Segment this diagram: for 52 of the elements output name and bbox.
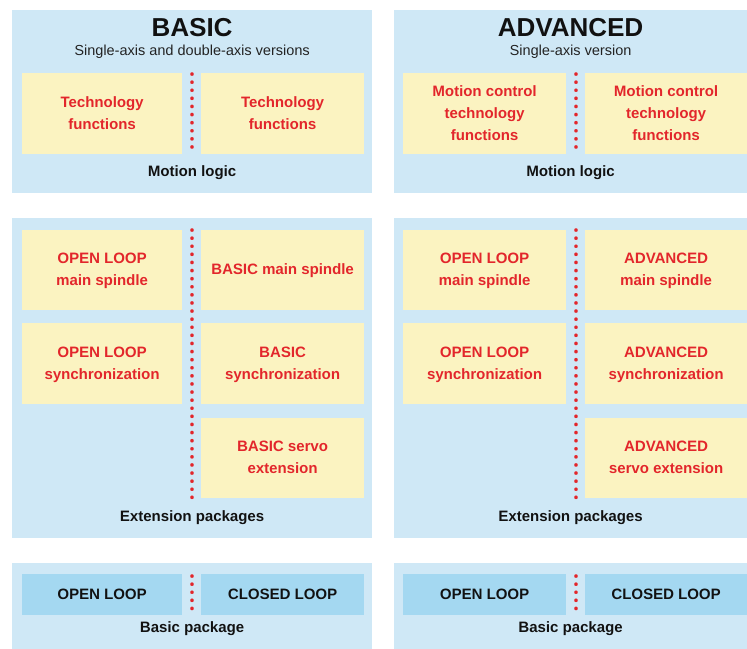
package-label: Motion control technology functions xyxy=(612,82,720,146)
panel-background xyxy=(12,10,372,193)
package-box xyxy=(403,323,566,404)
panel-footer: Motion logic xyxy=(394,163,747,180)
panel-footer: Motion logic xyxy=(12,163,372,180)
package-box xyxy=(22,73,182,154)
loop-box xyxy=(201,574,364,615)
package-label: BASIC main spindle xyxy=(210,260,355,280)
package-label: Motion control technology functions xyxy=(431,82,538,146)
panel-background xyxy=(394,563,747,649)
package-box xyxy=(585,73,747,154)
panel-background xyxy=(394,218,747,538)
package-label: ADVANCED synchronization xyxy=(607,342,724,384)
package-label: OPEN LOOP main spindle xyxy=(55,249,149,291)
loop-label: CLOSED LOOP xyxy=(610,584,722,604)
package-box xyxy=(403,73,566,154)
package-box xyxy=(585,230,747,310)
panel-subtitle: Single-axis and double-axis versions xyxy=(73,43,311,60)
package-box xyxy=(585,323,747,404)
panel-background xyxy=(12,563,372,649)
loop-label: CLOSED LOOP xyxy=(226,584,338,604)
package-label: OPEN LOOP main spindle xyxy=(438,249,532,291)
package-box xyxy=(22,323,182,404)
package-box xyxy=(201,230,364,310)
panel-background xyxy=(394,10,747,193)
loop-box xyxy=(22,574,182,615)
package-box xyxy=(201,418,364,498)
loop-box xyxy=(403,574,566,615)
loop-label: OPEN LOOP xyxy=(56,584,148,604)
package-label: Technology functions xyxy=(240,92,326,134)
package-box xyxy=(403,230,566,310)
panel-subtitle: Single-axis version xyxy=(508,43,632,60)
package-label: OPEN LOOP synchronization xyxy=(43,342,160,384)
package-box xyxy=(201,73,364,154)
panel-footer: Basic package xyxy=(12,619,372,636)
package-box xyxy=(22,230,182,310)
panel-footer: Extension packages xyxy=(394,508,747,525)
package-box xyxy=(201,323,364,404)
loop-label: OPEN LOOP xyxy=(438,584,530,604)
panel-title: BASIC xyxy=(150,14,234,40)
loop-box xyxy=(585,574,747,615)
package-box xyxy=(585,418,747,498)
package-label: BASIC servo extension xyxy=(236,437,329,479)
panel-footer: Extension packages xyxy=(12,508,372,525)
package-label: ADVANCED servo extension xyxy=(608,437,724,479)
package-label: OPEN LOOP synchronization xyxy=(426,342,543,384)
panel-background xyxy=(12,218,372,538)
package-label: Technology functions xyxy=(59,92,145,134)
package-label: BASIC synchronization xyxy=(224,342,341,384)
panel-footer: Basic package xyxy=(394,619,747,636)
package-label: ADVANCED main spindle xyxy=(619,249,713,291)
panel-title: ADVANCED xyxy=(496,14,644,40)
